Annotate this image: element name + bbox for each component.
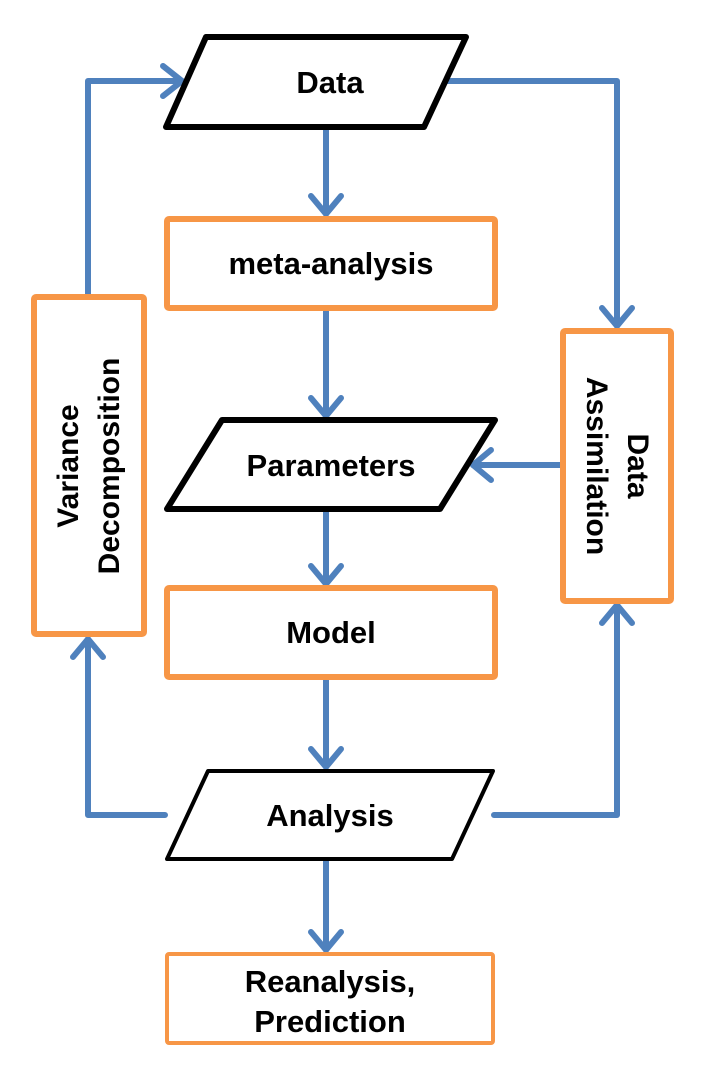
reanalysis-shape [165,952,495,1045]
node-reanalysis-prediction: Reanalysis, Prediction [165,952,495,1045]
variance-decomposition-label-line2: Decomposition [93,358,126,575]
edge-parameters-to-model [308,507,344,587]
model-shape [164,585,498,680]
parameters-label: Parameters [247,448,416,483]
data-shape [163,34,469,130]
edge-data-assimilation-to-parameters [470,447,563,483]
edge-analysis-to-variance-decomposition [70,636,168,818]
reanalysis-label-line1: Reanalysis, [245,964,416,999]
variance-decomposition-label-line1: Variance [52,404,85,527]
node-data: Data [163,34,469,130]
reanalysis-label-line2: Prediction [254,1004,406,1039]
parameters-shape [164,417,498,512]
data-label: Data [296,65,364,100]
connectors [70,63,635,953]
edge-data-to-data-assimilation [443,78,635,329]
edge-analysis-to-reanalysis [308,858,344,953]
node-model: Model [164,585,498,680]
variance-decomposition-shape [31,294,147,637]
edge-model-to-analysis [308,674,344,770]
edge-variance-decomposition-to-data [85,63,185,299]
meta-analysis-shape [164,216,498,311]
edge-meta-analysis-to-parameters [308,305,344,419]
edge-data-to-meta-analysis [308,124,344,217]
data-assimilation-label-line2: Assimilation [580,377,613,555]
analysis-shape [165,769,495,861]
node-analysis: Analysis [165,769,495,861]
data-assimilation-shape [560,328,674,604]
edge-analysis-to-data-assimilation [491,602,635,818]
node-variance-decomposition: Variance Decomposition [31,294,147,637]
model-label: Model [286,615,376,650]
data-assimilation-label-line1: Data [621,433,654,498]
analysis-label: Analysis [266,798,394,833]
node-parameters: Parameters [164,417,498,512]
meta-analysis-label: meta-analysis [228,246,433,281]
node-meta-analysis: meta-analysis [164,216,498,311]
node-data-assimilation: Data Assimilation [560,328,674,604]
